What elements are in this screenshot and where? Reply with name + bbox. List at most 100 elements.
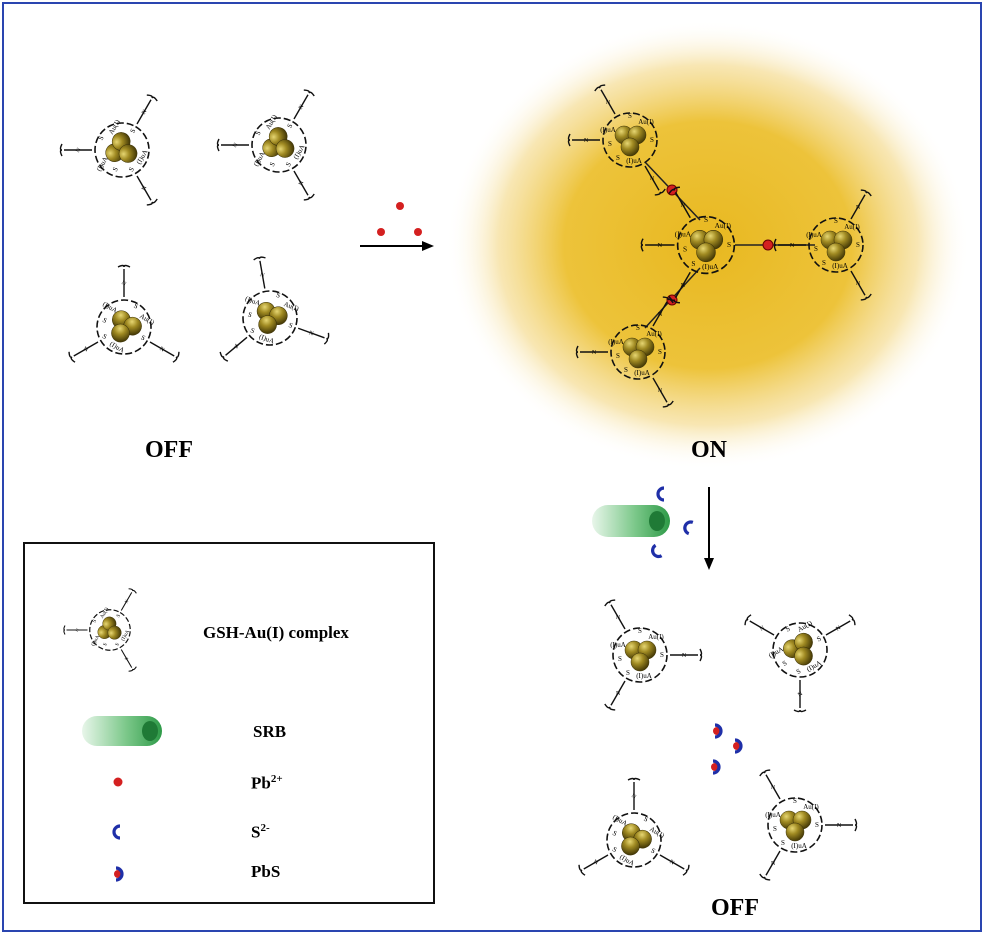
pbs-particle xyxy=(713,723,723,739)
legend-label-pb: Pb2+ xyxy=(251,773,283,794)
svg-text:S: S xyxy=(611,829,618,838)
svg-text:S: S xyxy=(129,127,138,134)
svg-text:S: S xyxy=(254,129,263,136)
svg-text:S: S xyxy=(611,845,618,854)
svg-text:(I)uA: (I)uA xyxy=(119,628,131,642)
svg-text:(I)uA: (I)uA xyxy=(610,641,626,649)
pbs-particle xyxy=(733,738,743,754)
svg-text:N: N xyxy=(759,625,766,633)
svg-text:N: N xyxy=(856,281,861,287)
svg-text:(I)uA: (I)uA xyxy=(608,338,624,346)
svg-text:S: S xyxy=(101,332,108,341)
svg-text:S: S xyxy=(649,847,656,856)
svg-text:S: S xyxy=(650,136,654,144)
svg-text:S: S xyxy=(773,825,777,833)
svg-text:S: S xyxy=(101,316,108,325)
svg-text:N: N xyxy=(82,346,89,354)
svg-text:(I)uA: (I)uA xyxy=(600,126,616,134)
svg-text:Au(I): Au(I) xyxy=(715,221,732,230)
svg-text:S: S xyxy=(249,326,255,335)
s-symbol: S xyxy=(251,822,261,842)
svg-text:S: S xyxy=(616,154,620,162)
svg-text:S: S xyxy=(683,244,687,253)
svg-text:S: S xyxy=(658,348,662,356)
svg-text:N: N xyxy=(592,859,599,867)
sulfide-ion xyxy=(683,520,694,536)
svg-text:N: N xyxy=(681,282,686,289)
svg-text:N: N xyxy=(120,280,127,288)
svg-text:N: N xyxy=(681,202,686,209)
svg-text:Au(I): Au(I) xyxy=(648,633,664,641)
svg-text:N: N xyxy=(158,346,165,354)
svg-text:N: N xyxy=(658,242,663,249)
svg-text:Au(I): Au(I) xyxy=(796,619,814,634)
arrow-right xyxy=(360,241,434,251)
svg-text:N: N xyxy=(790,243,795,249)
svg-text:N: N xyxy=(658,388,663,394)
svg-text:N: N xyxy=(837,823,842,829)
sulfide-ion xyxy=(112,824,121,840)
state-label-off-bottom: OFF xyxy=(711,895,759,921)
legend-pb-dot xyxy=(113,777,123,787)
svg-text:N: N xyxy=(658,312,663,318)
svg-text:N: N xyxy=(124,598,130,604)
svg-text:(I)uA: (I)uA xyxy=(765,811,781,819)
svg-text:(I)uA: (I)uA xyxy=(636,672,652,680)
svg-text:S: S xyxy=(795,667,802,676)
svg-text:S: S xyxy=(814,245,818,253)
svg-text:S: S xyxy=(704,215,708,224)
svg-text:S: S xyxy=(618,655,622,663)
svg-text:S: S xyxy=(626,669,630,677)
svg-text:N: N xyxy=(771,785,776,791)
svg-text:N: N xyxy=(650,176,655,182)
svg-text:Au(I): Au(I) xyxy=(646,330,662,338)
svg-text:S: S xyxy=(815,635,822,644)
svg-text:S: S xyxy=(636,324,640,332)
svg-text:N: N xyxy=(584,138,589,144)
pb-charge: 2+ xyxy=(270,773,283,785)
srb-bacterium xyxy=(592,505,670,537)
svg-text:(I)uA: (I)uA xyxy=(675,230,692,239)
svg-text:S: S xyxy=(781,839,785,847)
svg-text:S: S xyxy=(691,259,695,268)
svg-text:S: S xyxy=(642,815,649,824)
svg-text:N: N xyxy=(771,861,776,867)
svg-text:N: N xyxy=(797,691,804,699)
pb-ion-dot xyxy=(414,228,422,236)
state-label-off-top: OFF xyxy=(145,437,193,463)
svg-text:N: N xyxy=(835,625,842,633)
svg-text:S: S xyxy=(815,821,819,829)
state-label-on: ON xyxy=(691,437,727,463)
svg-text:S: S xyxy=(284,161,293,168)
svg-text:N: N xyxy=(616,691,621,697)
svg-text:S: S xyxy=(628,112,632,120)
svg-text:(I)uA: (I)uA xyxy=(832,262,848,270)
svg-text:S: S xyxy=(287,321,293,330)
s-charge: 2- xyxy=(260,822,270,834)
svg-text:S: S xyxy=(275,291,281,300)
svg-text:N: N xyxy=(259,272,266,279)
pb-bridge-ion xyxy=(762,239,774,251)
svg-text:S: S xyxy=(286,122,295,129)
svg-text:S: S xyxy=(132,302,139,311)
svg-text:S: S xyxy=(638,627,642,635)
svg-text:(I)uA: (I)uA xyxy=(244,295,261,308)
svg-text:(I)uA: (I)uA xyxy=(806,231,822,239)
svg-text:N: N xyxy=(592,350,597,356)
arrow-down xyxy=(704,487,714,570)
svg-text:S: S xyxy=(102,642,109,648)
svg-text:N: N xyxy=(856,205,861,211)
svg-text:S: S xyxy=(624,366,628,374)
